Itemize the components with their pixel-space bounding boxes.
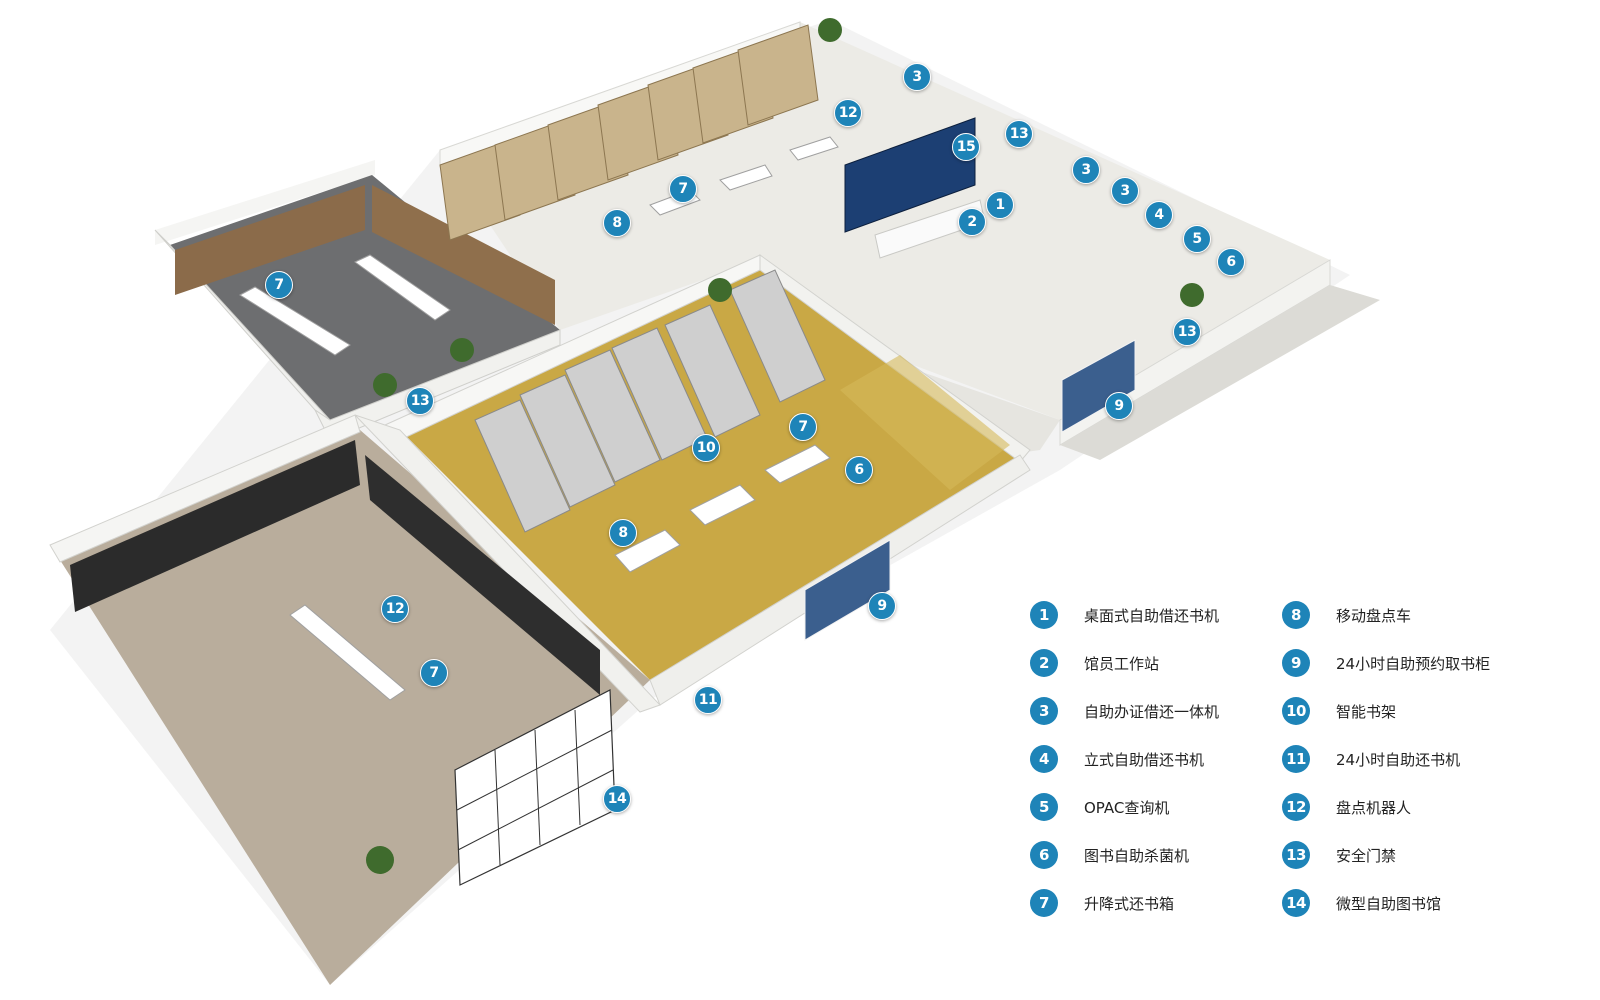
legend-number: 11 <box>1282 745 1310 773</box>
marker-13-b: 13 <box>1173 318 1201 346</box>
legend-item-7: 7 升降式还书箱 <box>1030 888 1174 918</box>
legend-label: 安全门禁 <box>1336 846 1397 865</box>
legend-number: 9 <box>1282 649 1310 677</box>
legend-label: 微型自助图书馆 <box>1336 894 1442 913</box>
legend: 1 桌面式自助借还书机 2 馆员工作站 3 自助办证借还一体机 4 立式自助借还… <box>1030 600 1570 930</box>
marker-13-a: 13 <box>1005 120 1033 148</box>
lobby-right-ledge <box>1060 285 1380 460</box>
gray-room-shelf-right <box>372 185 555 325</box>
marker-2: 2 <box>958 208 986 236</box>
legend-number: 8 <box>1282 601 1310 629</box>
lobby-bookshelves <box>439 24 819 241</box>
legend-label: 馆员工作站 <box>1084 654 1160 673</box>
legend-item-14: 14 微型自助图书馆 <box>1282 888 1441 918</box>
legend-item-10: 10 智能书架 <box>1282 696 1396 726</box>
legend-label: 自助办证借还一体机 <box>1084 702 1220 721</box>
marker-9-a: 9 <box>1105 392 1133 420</box>
legend-number: 1 <box>1030 601 1058 629</box>
marker-5: 5 <box>1183 225 1211 253</box>
reservation-cabinet-yellow <box>804 539 891 641</box>
legend-item-1: 1 桌面式自助借还书机 <box>1030 600 1219 630</box>
information-screen <box>844 117 976 233</box>
marker-8-b: 8 <box>609 519 637 547</box>
marker-8-a: 8 <box>603 209 631 237</box>
marker-3-c: 3 <box>1111 177 1139 205</box>
legend-number: 6 <box>1030 841 1058 869</box>
wood-room-wall-back <box>49 414 361 563</box>
legend-item-3: 3 自助办证借还一体机 <box>1030 696 1219 726</box>
legend-number: 4 <box>1030 745 1058 773</box>
legend-label: 移动盘点车 <box>1336 606 1412 625</box>
legend-label: 智能书架 <box>1336 702 1397 721</box>
yellow-room-floor <box>400 265 1020 680</box>
legend-label: 24小时自助还书机 <box>1336 750 1461 769</box>
legend-number: 2 <box>1030 649 1058 677</box>
marker-12-a: 12 <box>834 99 862 127</box>
legend-item-9: 9 24小时自助预约取书柜 <box>1282 648 1490 678</box>
marker-7-a: 7 <box>669 175 697 203</box>
legend-number: 5 <box>1030 793 1058 821</box>
legend-item-2: 2 馆员工作站 <box>1030 648 1159 678</box>
potted-plants <box>366 18 1204 874</box>
legend-number: 3 <box>1030 697 1058 725</box>
marker-11: 11 <box>694 686 722 714</box>
marker-6-a: 6 <box>1217 248 1245 276</box>
marker-3-a: 3 <box>903 63 931 91</box>
marker-7-b: 7 <box>265 271 293 299</box>
marker-1: 1 <box>986 191 1014 219</box>
marker-9-b: 9 <box>868 592 896 620</box>
marker-14: 14 <box>603 785 631 813</box>
marker-13-c: 13 <box>406 387 434 415</box>
legend-number: 14 <box>1282 889 1310 917</box>
legend-item-8: 8 移动盘点车 <box>1282 600 1411 630</box>
marker-10: 10 <box>692 434 720 462</box>
reservation-cabinet-lobby <box>1061 339 1136 433</box>
legend-number: 7 <box>1030 889 1058 917</box>
legend-label: 24小时自助预约取书柜 <box>1336 654 1491 673</box>
yellow-room-bookshelves <box>474 269 826 533</box>
legend-label: 盘点机器人 <box>1336 798 1412 817</box>
yellow-room-study-area <box>840 355 1010 490</box>
marker-12-b: 12 <box>381 595 409 623</box>
marker-3-b: 3 <box>1072 156 1100 184</box>
micro-library-grid <box>456 709 614 866</box>
legend-number: 13 <box>1282 841 1310 869</box>
legend-item-6: 6 图书自助杀菌机 <box>1030 840 1189 870</box>
legend-number: 12 <box>1282 793 1310 821</box>
legend-item-4: 4 立式自助借还书机 <box>1030 744 1204 774</box>
legend-item-11: 11 24小时自助还书机 <box>1282 744 1460 774</box>
wood-room-shelf-right <box>365 455 600 695</box>
marker-4: 4 <box>1145 201 1173 229</box>
wood-room-shelf-back <box>70 440 360 612</box>
marker-6-b: 6 <box>845 456 873 484</box>
legend-label: 图书自助杀菌机 <box>1084 846 1190 865</box>
legend-label: 桌面式自助借还书机 <box>1084 606 1220 625</box>
legend-label: 立式自助借还书机 <box>1084 750 1205 769</box>
gray-room-wall-back <box>155 160 375 245</box>
legend-item-5: 5 OPAC查询机 <box>1030 792 1169 822</box>
legend-number: 10 <box>1282 697 1310 725</box>
marker-7-d: 7 <box>420 659 448 687</box>
legend-label: OPAC查询机 <box>1084 798 1170 817</box>
legend-label: 升降式还书箱 <box>1084 894 1175 913</box>
legend-item-13: 13 安全门禁 <box>1282 840 1396 870</box>
reading-tables <box>239 136 839 701</box>
legend-item-12: 12 盘点机器人 <box>1282 792 1411 822</box>
marker-15: 15 <box>952 133 980 161</box>
gray-room-shelf-back <box>175 185 365 295</box>
marker-7-c: 7 <box>789 413 817 441</box>
